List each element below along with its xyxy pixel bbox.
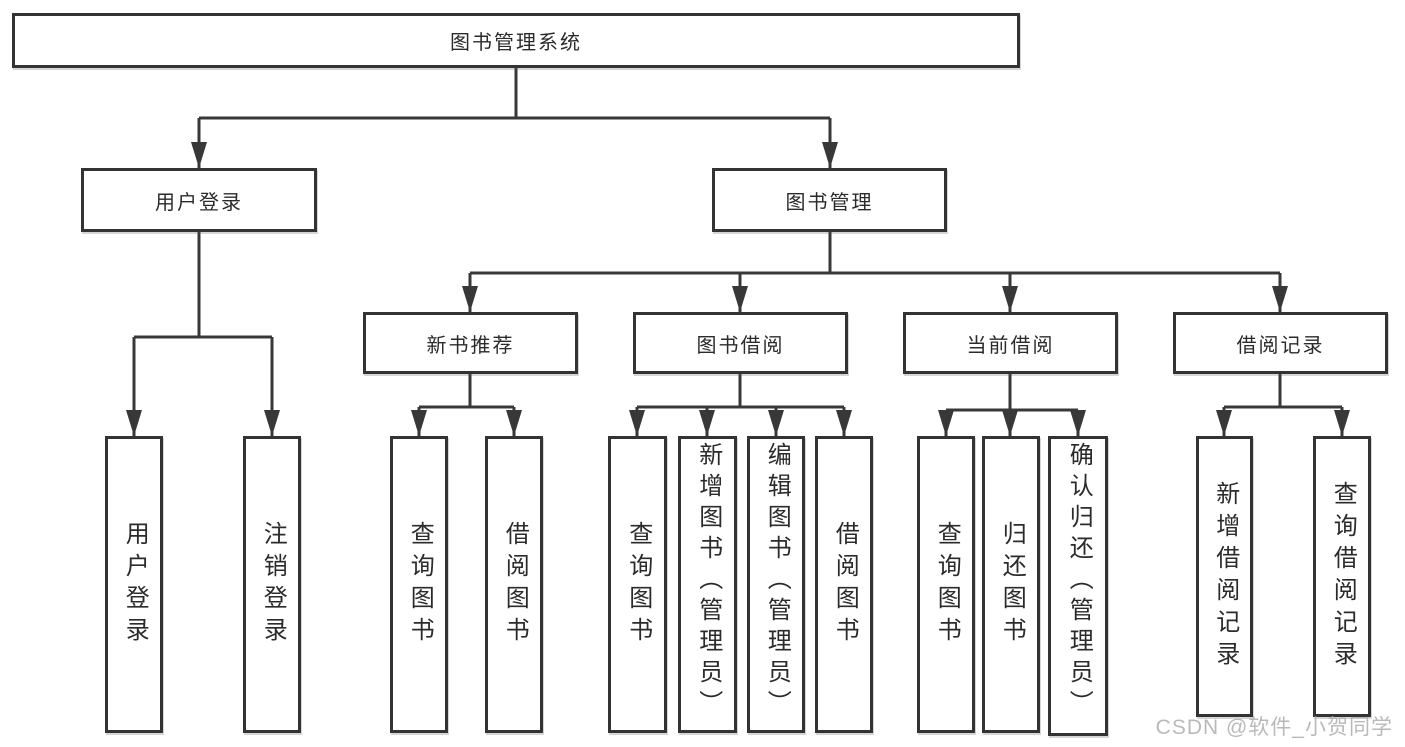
node-book-borrowing: 图书借阅 bbox=[633, 312, 848, 374]
node-label: 图书借阅 bbox=[696, 334, 785, 357]
node-label: 查询图书 bbox=[933, 520, 961, 649]
leaf-query-books-borrow: 查询图书 bbox=[608, 436, 667, 733]
node-label: 图书管理系统 bbox=[450, 32, 582, 54]
node-label: 新增借阅记录 bbox=[1211, 480, 1239, 673]
leaf-add-borrow-record: 新增借阅记录 bbox=[1196, 436, 1253, 717]
leaf-borrow-books-recommend: 借阅图书 bbox=[485, 436, 543, 733]
leaf-user-login: 用户登录 bbox=[105, 436, 163, 733]
leaf-return-books: 归还图书 bbox=[982, 436, 1040, 733]
node-label: 当前借阅 bbox=[966, 334, 1055, 357]
node-label: 新增图书（管理员） bbox=[694, 442, 722, 721]
leaf-query-borrow-record: 查询借阅记录 bbox=[1313, 436, 1371, 717]
node-label: 借阅记录 bbox=[1236, 334, 1325, 357]
leaf-query-books-recommend: 查询图书 bbox=[390, 436, 448, 733]
node-library-management-system: 图书管理系统 bbox=[12, 13, 1020, 68]
node-label: 注销登录 bbox=[259, 520, 287, 649]
leaf-query-books-current: 查询图书 bbox=[917, 436, 975, 733]
node-label: 用户登录 bbox=[155, 191, 243, 214]
node-label: 借阅图书 bbox=[831, 520, 859, 649]
leaf-add-books-admin: 新增图书（管理员） bbox=[678, 436, 737, 733]
node-label: 编辑图书（管理员） bbox=[763, 442, 791, 721]
node-label: 图书管理 bbox=[785, 191, 874, 214]
leaf-borrow-books: 借阅图书 bbox=[815, 436, 873, 733]
node-label: 借阅图书 bbox=[501, 520, 529, 649]
leaf-logout: 注销登录 bbox=[243, 436, 301, 733]
node-book-management: 图书管理 bbox=[712, 168, 947, 232]
node-label: 查询图书 bbox=[406, 520, 434, 649]
node-current-borrowing: 当前借阅 bbox=[903, 312, 1118, 374]
node-label: 查询图书 bbox=[624, 520, 652, 649]
node-user-login: 用户登录 bbox=[81, 168, 317, 232]
node-label: 确认归还（管理员） bbox=[1065, 442, 1093, 721]
node-label: 新书推荐 bbox=[426, 334, 515, 357]
node-label: 查询借阅记录 bbox=[1329, 480, 1357, 673]
node-label: 归还图书 bbox=[998, 520, 1026, 649]
leaf-confirm-return-admin: 确认归还（管理员） bbox=[1048, 436, 1108, 736]
node-label: 用户登录 bbox=[121, 520, 149, 649]
node-borrowing-records: 借阅记录 bbox=[1173, 312, 1388, 374]
leaf-edit-books-admin: 编辑图书（管理员） bbox=[747, 436, 805, 733]
node-new-book-recommendation: 新书推荐 bbox=[363, 312, 578, 374]
